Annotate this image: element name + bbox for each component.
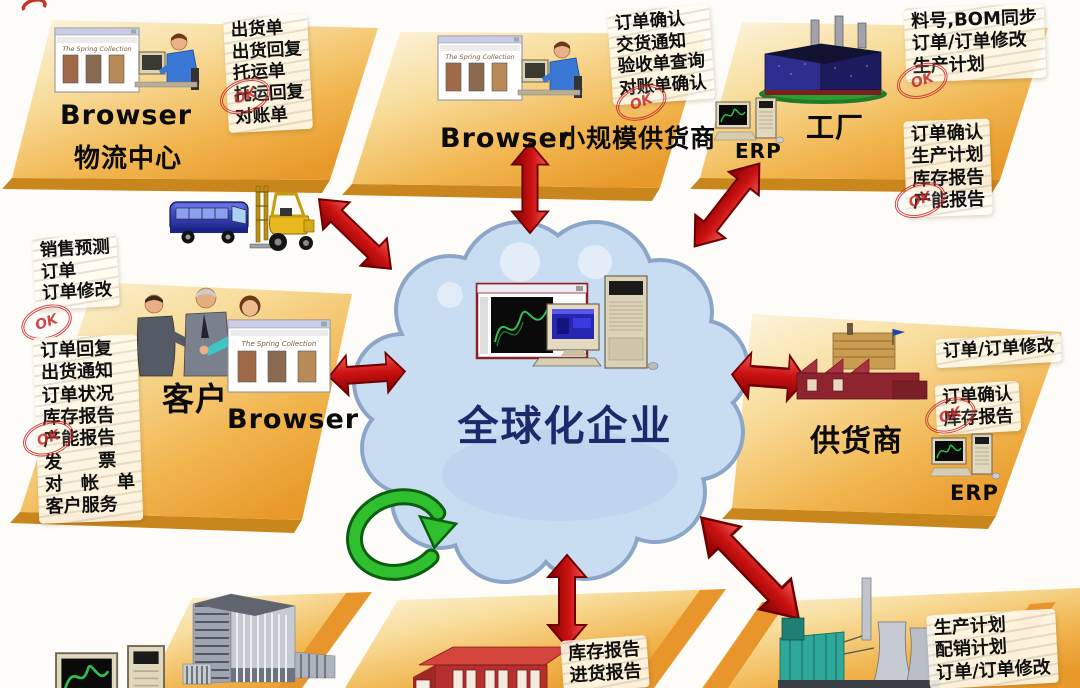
note-logistics: 出货单 出货回复 托运单 托运回复 对账单 OK [215,13,313,134]
power-plant-icon [778,577,940,688]
note-plant: 生产计划 配销计划 订单/订单修改 [926,608,1059,688]
label-supplier-name: 供货商 [810,424,903,459]
office-building-icon [182,593,336,685]
supplier-factory-icon [796,323,928,400]
note-factory-top: 料号,BOM同步 订单/订单修改 生产计划 OK [892,3,1047,106]
note-line: 出货通知 [40,360,114,384]
truck-icon [169,201,249,244]
note-factory-bottom: 订单确认 生产计划 库存报告 产能报告 OK [890,118,993,225]
corner-stamp-fragment [21,0,47,11]
browser-page-title: The Spring Collection [242,340,317,348]
note-line: 订单状况 [41,382,115,407]
erp-computer-icon [51,644,180,688]
note-line: 对 帐 单 [44,471,136,496]
note-customer-bottom: 订单回复 出货通知 订单状况 库存报告 产能报告 发 票 对 帐 单 客户服务 … [18,334,144,524]
label-center-enterprise: 全球化企业 [457,402,673,450]
browser-person-icon [437,35,583,101]
browser-person-icon [54,27,200,93]
label-logistics-name: 物流中心 [74,144,183,174]
note-line: 订单修改 [41,280,113,305]
arrow-logistics-cloud [304,184,406,284]
note-line: 客户服务 [45,494,119,518]
enterprise-computer-icon [475,275,659,370]
label-factory-name: 工厂 [806,111,865,144]
note-customer-top: 销售预测 订单 订单修改 OK [16,233,120,348]
note-line: 订单/订单修改 [935,656,1052,684]
label-customer-name: 客户 [162,380,229,418]
loop-arrow-icon [346,488,459,581]
note-line: 进货报告 [569,660,643,687]
label-browser-customer: Browser [227,404,360,435]
label-browser-logistics: Browser [60,100,193,131]
note-small-supplier: 订单确认 交货通知 验收单查询 对账单确认 OK [606,4,715,128]
browser-window-icon: The Spring Collection [227,319,331,393]
erp-computer-icon [929,433,1001,480]
note-line: 订单回复 [39,338,113,362]
note-line: 订单/订单修改 [942,336,1055,362]
warehouse-icon [413,646,573,688]
note-warehouse: 库存报告 进货报告 [560,635,650,688]
note-line: 生产计划 [911,144,984,168]
erp-computer-icon [713,97,785,144]
note-supplier-bottom: 订单确认 库存报告 OK [920,380,1022,440]
label-small-supplier-name: 小规模供货商 [560,124,717,153]
forklift-icon [249,185,315,251]
label-factory-erp: ERP [735,139,782,163]
factory-icon [759,15,887,104]
label-supplier-erp: ERP [950,481,999,505]
label-small-supplier: Browser 小规模供货商 [440,119,716,155]
note-line: 订单确认 [910,121,984,146]
label-browser-small-supplier: Browser [440,123,573,154]
